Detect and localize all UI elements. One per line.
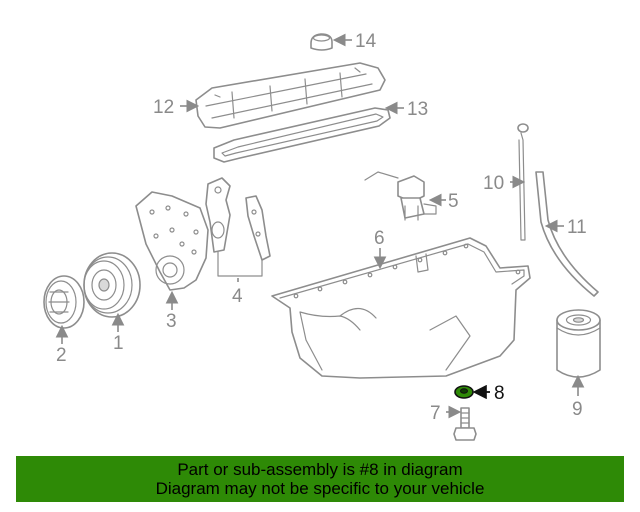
banner-line-2: Diagram may not be specific to your vehi… bbox=[155, 479, 485, 498]
part-13-valve-cover-gasket bbox=[213, 107, 391, 163]
callout-6: 6 bbox=[374, 228, 385, 249]
callout-1: 1 bbox=[113, 333, 124, 354]
part-1-crank-pulley bbox=[83, 252, 141, 318]
part-notice-banner: Part or sub-assembly is #8 in diagram Di… bbox=[16, 456, 624, 502]
callout-13: 13 bbox=[407, 99, 428, 120]
callout-7: 7 bbox=[430, 403, 441, 424]
callout-9: 9 bbox=[572, 399, 583, 420]
callout-11: 11 bbox=[567, 217, 587, 238]
callout-5: 5 bbox=[448, 191, 459, 212]
part-8-drain-plug-gasket bbox=[454, 385, 474, 399]
part-6-oil-pan bbox=[271, 237, 531, 379]
callout-3: 3 bbox=[166, 311, 177, 332]
part-5-fuel-pump bbox=[364, 171, 437, 221]
part-14-oil-filler-cap bbox=[310, 33, 333, 51]
callout-14: 14 bbox=[355, 31, 377, 52]
callout-10: 10 bbox=[483, 173, 504, 194]
part-3-timing-cover bbox=[135, 191, 209, 291]
callout-2: 2 bbox=[56, 345, 67, 366]
banner-line-1: Part or sub-assembly is #8 in diagram bbox=[177, 460, 463, 479]
part-11-dipstick-tube bbox=[535, 171, 599, 297]
part-4-timing-cover-gaskets bbox=[205, 177, 271, 277]
part-9-oil-filter bbox=[556, 309, 601, 378]
callout-labels: 14 12 13 5 10 11 6 4 3 1 2 9 7 8 bbox=[56, 31, 587, 424]
callout-4: 4 bbox=[232, 286, 243, 307]
callout-12: 12 bbox=[153, 97, 174, 118]
part-10-dipstick bbox=[517, 123, 529, 241]
part-12-valve-cover bbox=[195, 62, 386, 129]
leader-arrows bbox=[55, 33, 585, 419]
part-7-drain-plug bbox=[453, 407, 477, 441]
callout-8: 8 bbox=[494, 383, 505, 404]
part-2-balancer bbox=[43, 275, 85, 329]
